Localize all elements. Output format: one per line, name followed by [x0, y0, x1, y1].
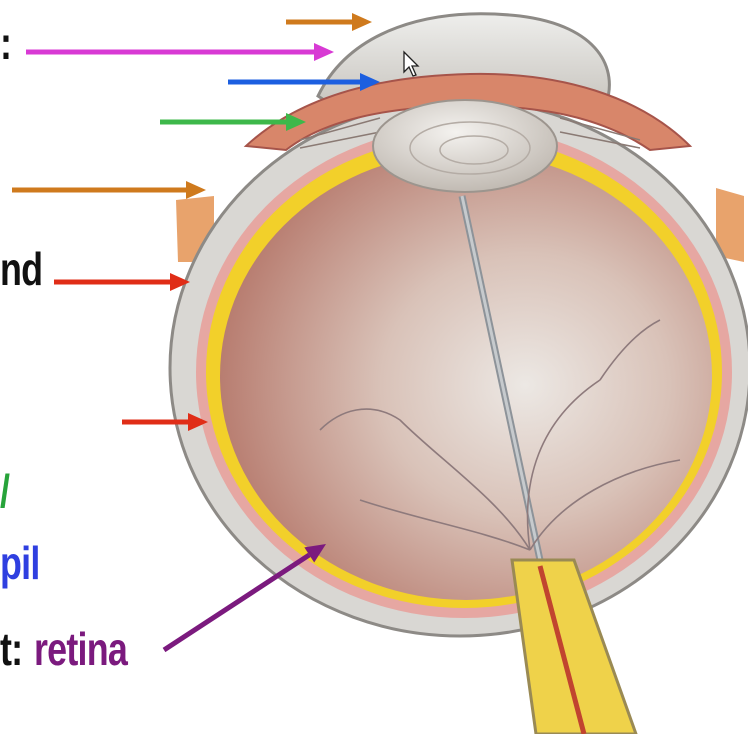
sclera-arrow-head — [186, 181, 206, 199]
choroid-arrow — [54, 273, 190, 291]
sclera-arrow — [12, 181, 206, 199]
retina-arrow-shaft — [164, 555, 309, 650]
cornea-top-arrow-head — [352, 13, 372, 31]
retina-arrow — [164, 544, 326, 650]
retina-label-prefix: t: — [0, 626, 22, 672]
cornea-top-arrow — [286, 13, 372, 31]
iris-label-fragment: / — [0, 468, 9, 514]
cornea-arrow-head — [314, 43, 334, 61]
cornea-label-fragment: : — [0, 20, 11, 66]
choroid-label-fragment: nd — [0, 246, 42, 292]
cornea-arrow — [26, 43, 334, 61]
retina-label: retina — [34, 626, 127, 672]
pupil-label-fragment: pil — [0, 540, 40, 586]
